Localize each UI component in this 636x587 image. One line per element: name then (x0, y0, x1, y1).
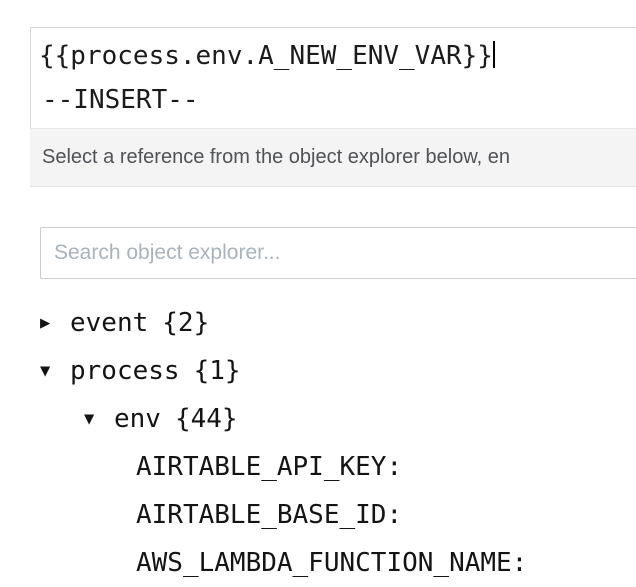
tree-row-airtable-api-key[interactable]: AIRTABLE_API_KEY: (30, 443, 636, 491)
text-cursor (492, 41, 495, 68)
chevron-down-icon[interactable] (84, 409, 114, 429)
tree-node-label: AIRTABLE_BASE_ID: (136, 500, 403, 530)
hint-text: Select a reference from the object explo… (42, 146, 511, 168)
tree-row-event[interactable]: event {2} (30, 299, 636, 347)
tree-node-label: AWS_LAMBDA_FUNCTION_NAME: (136, 548, 528, 578)
search-input[interactable] (40, 227, 636, 279)
tree-node-count: {44} (174, 404, 238, 434)
object-explorer-tree: event {2} process {1} env {44} AIRTABLE_… (30, 299, 636, 587)
tree-row-env[interactable]: env {44} (30, 395, 636, 443)
tree-node-label: env (114, 404, 161, 434)
tree-row-airtable-base-id[interactable]: AIRTABLE_BASE_ID: (30, 491, 636, 539)
tree-node-label: AIRTABLE_API_KEY: (136, 452, 403, 482)
code-text: {{process.env.A_NEW_ENV_VAR}} (39, 41, 493, 71)
tree-node-label: event (70, 308, 149, 338)
chevron-right-icon[interactable] (40, 313, 70, 333)
tree-node-count: {2} (162, 308, 210, 338)
tree-node-label: process (70, 356, 180, 386)
tree-row-process[interactable]: process {1} (30, 347, 636, 395)
search-wrap (40, 227, 636, 279)
expression-editor-panel: {{process.env.A_NEW_ENV_VAR}} --INSERT--… (30, 27, 636, 587)
hint-bar: Select a reference from the object explo… (30, 128, 636, 187)
code-line[interactable]: {{process.env.A_NEW_ENV_VAR}} (39, 38, 636, 74)
tree-node-count: {1} (193, 356, 241, 386)
vim-mode-indicator: --INSERT-- (42, 85, 199, 115)
tree-row-aws-lambda-function-name[interactable]: AWS_LAMBDA_FUNCTION_NAME: (30, 539, 636, 587)
code-editor[interactable]: {{process.env.A_NEW_ENV_VAR}} --INSERT-- (30, 27, 636, 128)
chevron-down-icon[interactable] (40, 361, 70, 381)
